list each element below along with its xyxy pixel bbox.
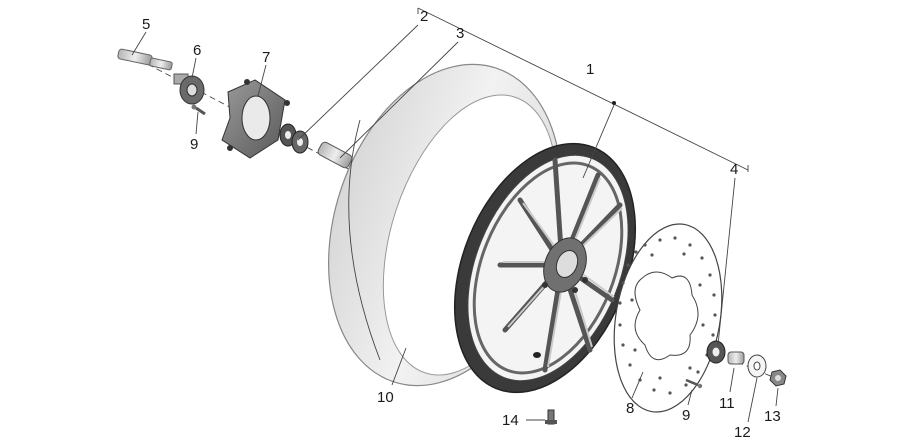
- nut: [769, 369, 787, 387]
- tire-valve: [545, 409, 557, 425]
- bushing: [727, 351, 745, 365]
- label-part-10: 10: [377, 389, 394, 406]
- label-part-2: 2: [420, 8, 428, 25]
- leader-lines: [131, 7, 779, 423]
- label-part-13: 13: [764, 408, 781, 425]
- bearing-right: [706, 340, 726, 364]
- label-part-8: 8: [626, 400, 634, 417]
- part-labels: 1 2 3 4 5 6 7 8 9 9 10 11 12 13 14: [142, 8, 781, 440]
- label-part-9-right: 9: [682, 407, 690, 424]
- label-part-1: 1: [586, 61, 594, 78]
- label-part-3: 3: [456, 25, 464, 42]
- drive-unit: [173, 73, 205, 105]
- label-part-12: 12: [734, 424, 751, 440]
- label-part-7: 7: [262, 49, 270, 66]
- label-part-11: 11: [719, 395, 735, 412]
- axle-pin: [117, 48, 173, 71]
- flange-carrier: [221, 79, 290, 159]
- label-part-6: 6: [193, 42, 201, 59]
- bearing-left: [279, 123, 309, 154]
- label-part-9-left: 9: [190, 136, 198, 153]
- label-part-4: 4: [730, 161, 738, 178]
- label-part-5: 5: [142, 16, 150, 33]
- spacer-tube: [317, 141, 353, 169]
- screw-left: [191, 104, 206, 116]
- label-part-14: 14: [502, 412, 519, 429]
- screw-right: [685, 378, 703, 389]
- washer: [747, 354, 767, 378]
- rim: [453, 142, 637, 394]
- brake-disc: [613, 223, 723, 413]
